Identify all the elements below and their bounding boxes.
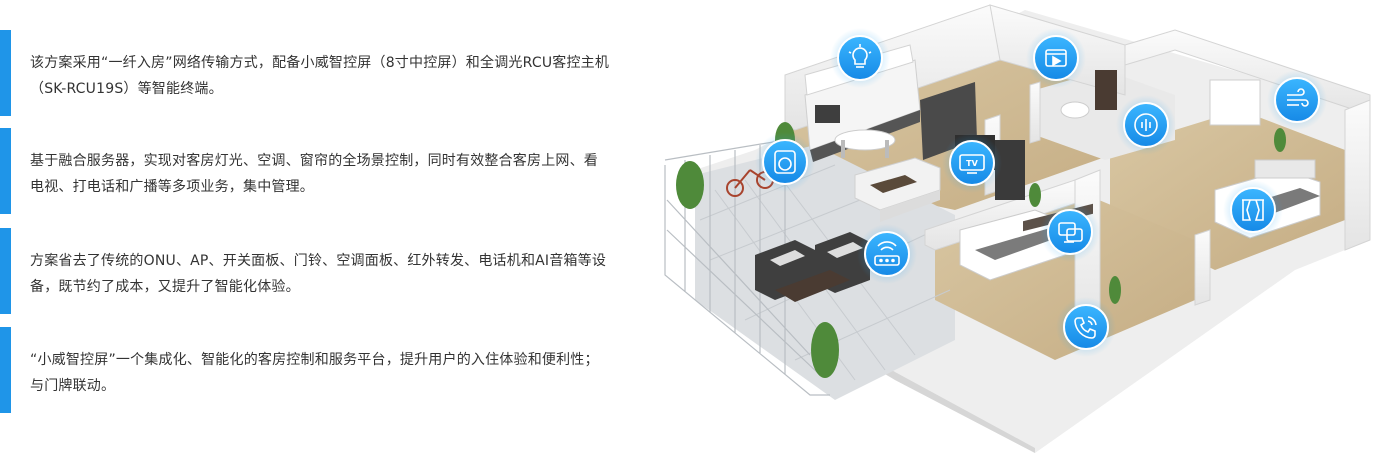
icon-lightbulb — [830, 28, 890, 88]
media-player-icon — [1045, 49, 1067, 67]
tv-icon: TV — [959, 154, 985, 174]
accent-bar — [0, 30, 11, 116]
air-conditioner-icon — [1287, 88, 1309, 107]
feature-item-fiber: 该方案采用“一纤入房”网络传输方式，配备小威智控屏（8寸中控屏）和全调光RCU客… — [0, 30, 620, 116]
washing-machine-icon — [774, 150, 796, 174]
lightbulb-icon — [848, 44, 872, 68]
voice-assistant-icon — [1134, 113, 1158, 137]
dining-set — [834, 129, 896, 158]
icon-message — [1040, 202, 1100, 262]
accent-bar — [0, 228, 11, 314]
feature-list: 该方案采用“一纤入房”网络传输方式，配备小威智控屏（8寸中控屏）和全调光RCU客… — [0, 0, 640, 453]
curtain-icon — [1242, 199, 1264, 221]
icon-air-conditioner — [1267, 70, 1327, 130]
tv-glyph: TV — [966, 159, 978, 168]
icon-router — [857, 224, 917, 284]
feature-text: 该方案采用“一纤入房”网络传输方式，配备小威智控屏（8寸中控屏）和全调光RCU客… — [30, 55, 610, 97]
feature-item-devices: 方案省去了传统的ONU、AP、开关面板、门铃、空调面板、红外转发、电话机和AI音… — [0, 228, 620, 314]
feature-text: 方案省去了传统的ONU、AP、开关面板、门铃、空调面板、红外转发、电话机和AI音… — [30, 253, 607, 295]
icon-voice-assistant — [1116, 95, 1176, 155]
router-icon — [874, 241, 900, 266]
icon-washing-machine — [755, 132, 815, 192]
balcony-furniture — [726, 169, 870, 302]
accent-bar — [0, 128, 11, 214]
feature-item-server: 基于融合服务器，实现对客房灯光、空调、窗帘的全场景控制，同时有效整合客房上网、看… — [0, 128, 620, 214]
smart-room-floorplan: TV — [655, 0, 1380, 453]
accent-bar — [0, 327, 11, 413]
icon-media-player — [1026, 28, 1086, 88]
feature-text: 基于融合服务器，实现对客房灯光、空调、窗帘的全场景控制，同时有效整合客房上网、看… — [30, 153, 598, 195]
feature-text: “小威智控屏”一个集成化、智能化的客房控制和服务平台，提升用户的入住体验和便利性… — [30, 352, 599, 394]
phone-icon — [1074, 316, 1097, 339]
message-icon — [1058, 222, 1083, 243]
bathroom-fixtures — [1060, 70, 1261, 126]
icon-curtain — [1223, 180, 1283, 240]
icon-tv: TV — [942, 133, 1002, 193]
icon-phone — [1056, 297, 1116, 357]
feature-item-control-screen: “小威智控屏”一个集成化、智能化的客房控制和服务平台，提升用户的入住体验和便利性… — [0, 327, 620, 413]
